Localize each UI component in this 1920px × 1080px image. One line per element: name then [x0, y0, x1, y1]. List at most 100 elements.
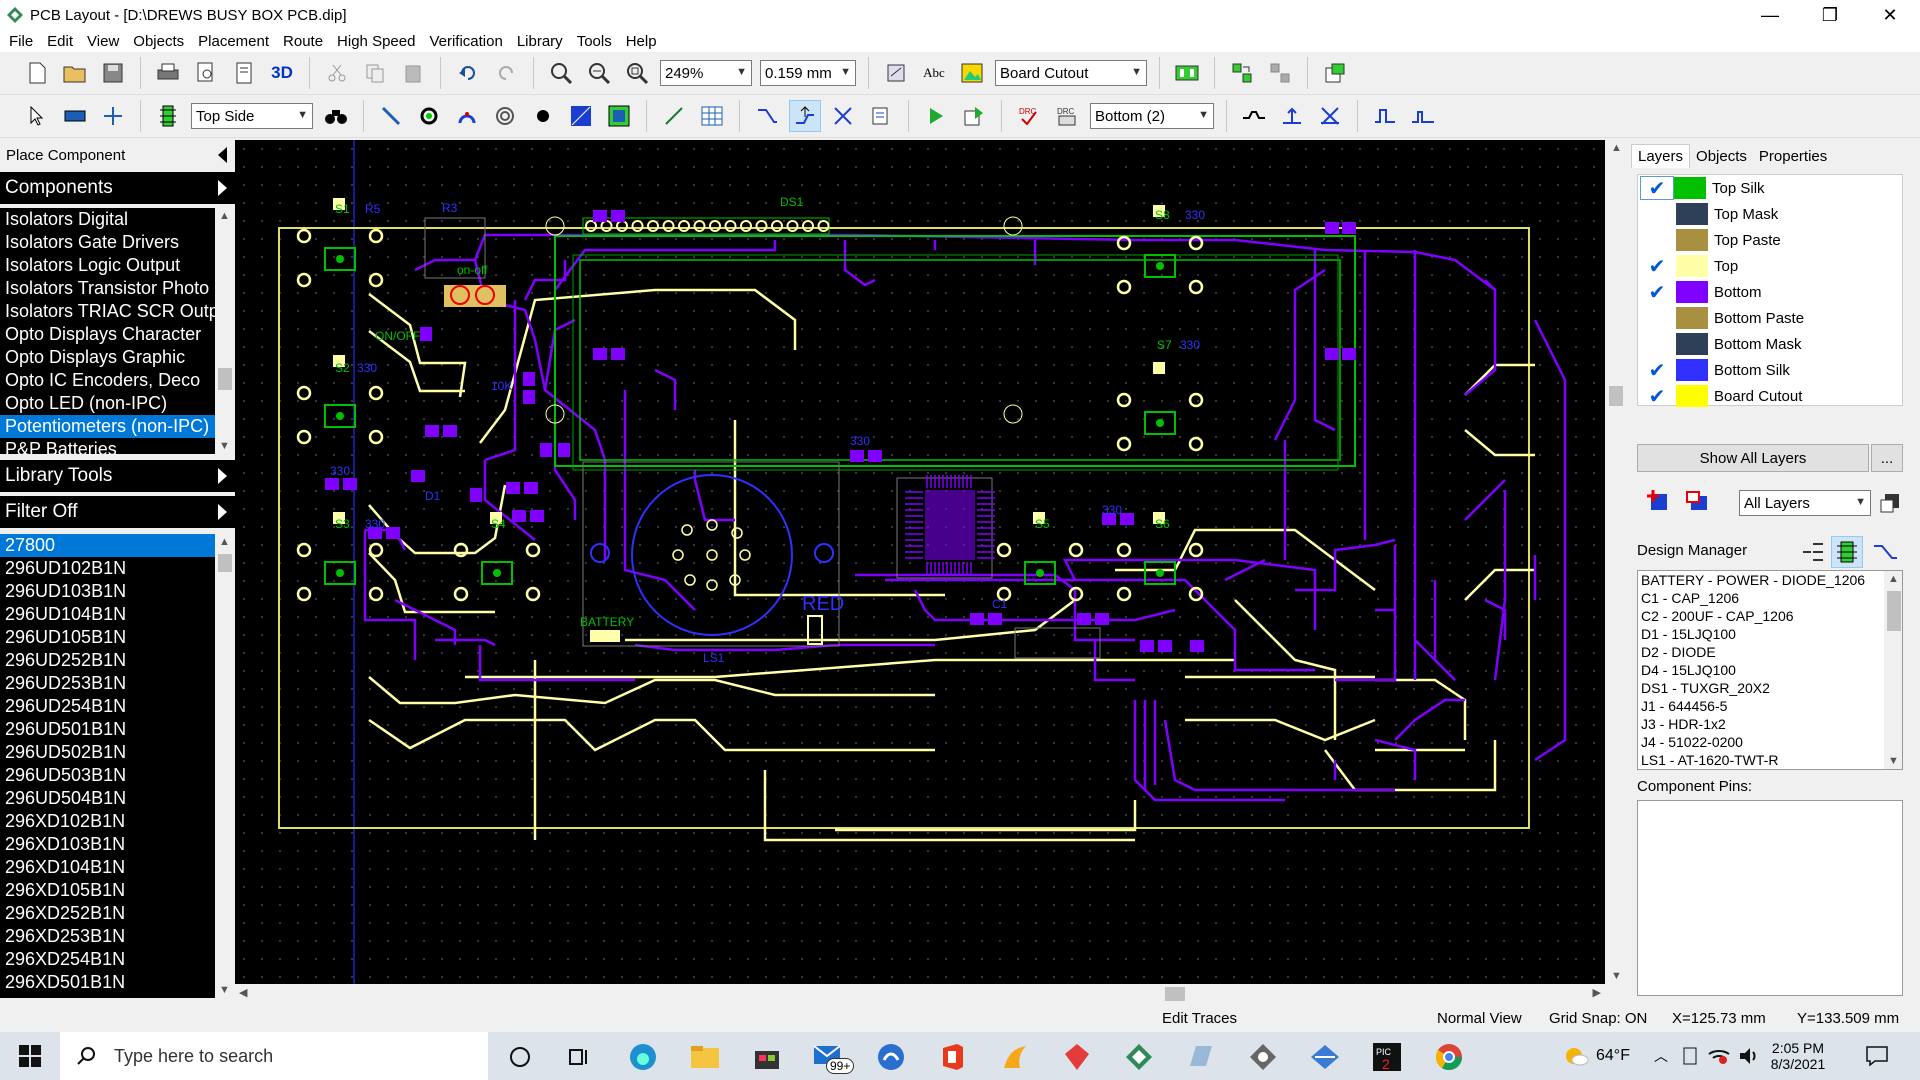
layer-color-swatch[interactable] — [1676, 255, 1708, 277]
task-view-icon[interactable] — [562, 1040, 596, 1074]
zoom-combo[interactable]: 249%▼ — [660, 60, 752, 86]
redo-button[interactable] — [490, 57, 522, 89]
edge-browser-icon[interactable] — [626, 1040, 660, 1074]
office-icon[interactable] — [936, 1040, 970, 1074]
category-item[interactable]: P&P Batteries — [5, 439, 117, 454]
tray-chevron-up-icon[interactable]: ︿ — [1654, 1048, 1668, 1064]
open-file-button[interactable] — [59, 57, 91, 89]
drc-report-icon[interactable]: DRC — [1051, 100, 1083, 132]
dm-scrollbar[interactable]: ▲▼ — [1884, 571, 1902, 769]
remove-layer-icon[interactable] — [1685, 488, 1711, 514]
menu-verification[interactable]: Verification — [429, 32, 503, 50]
show-all-layers-button[interactable]: Show All Layers — [1637, 444, 1869, 472]
design-manager-item[interactable]: BATTERY - POWER - DIODE_1206 — [1641, 572, 1866, 588]
weather-temp[interactable]: 64°F — [1596, 1047, 1630, 1064]
taskbar-search-box[interactable]: Type here to search — [60, 1032, 488, 1080]
menu-file[interactable]: File — [9, 32, 34, 50]
copy-button[interactable] — [359, 57, 391, 89]
menu-placement[interactable]: Placement — [198, 32, 270, 50]
back-annotate-icon[interactable] — [1264, 57, 1296, 89]
menu-route[interactable]: Route — [283, 32, 324, 50]
layer-options-button[interactable]: ... — [1871, 444, 1903, 472]
edit-traces-icon[interactable] — [789, 100, 821, 132]
layer-row[interactable]: ✔Bottom Silk — [1638, 357, 1902, 383]
component-icon[interactable] — [152, 100, 184, 132]
status-grid-snap[interactable]: Grid Snap: ON — [1549, 1010, 1648, 1027]
text-tool-icon[interactable]: Abc — [923, 65, 945, 80]
measure-icon[interactable] — [59, 100, 91, 132]
route-options-icon[interactable] — [865, 100, 897, 132]
part-item[interactable]: 296XD102B1N — [5, 811, 126, 831]
menu-library[interactable]: Library — [516, 32, 563, 50]
category-item[interactable]: Opto Displays Graphic — [5, 347, 186, 367]
menu-tools[interactable]: Tools — [576, 32, 612, 50]
part-item[interactable]: 296UD103B1N — [5, 581, 127, 601]
part-item[interactable]: 296UD253B1N — [5, 673, 127, 693]
part-item[interactable]: 296UD503B1N — [5, 765, 127, 785]
category-item[interactable]: Isolators Transistor Photo — [5, 278, 210, 298]
menu-edit[interactable]: Edit — [47, 32, 74, 50]
menu-help[interactable]: Help — [625, 32, 657, 50]
crosshair-icon[interactable] — [97, 100, 129, 132]
diff-pair-icon[interactable] — [1314, 100, 1346, 132]
sync-schematic-icon[interactable] — [1226, 57, 1258, 89]
layer-visibility-checkbox[interactable] — [1638, 306, 1676, 330]
layer-visibility-checkbox[interactable] — [1638, 332, 1676, 356]
menu-view[interactable]: View — [87, 32, 120, 50]
3d-view-button[interactable]: 3D — [271, 63, 293, 82]
layer-row[interactable]: Bottom Paste — [1638, 305, 1902, 331]
part-item[interactable]: 296UD102B1N — [5, 558, 127, 578]
grid-combo[interactable]: 0.159 mm▼ — [760, 60, 856, 86]
layer-row[interactable]: Top Mask — [1638, 201, 1902, 227]
paste-button[interactable] — [397, 57, 429, 89]
app-diamond-icon[interactable] — [1246, 1040, 1280, 1074]
category-item[interactable]: Opto Displays Character — [5, 324, 202, 344]
design-manager-item[interactable]: DS1 - TUXGR_20X2 — [1641, 680, 1770, 696]
serpentine-icon[interactable] — [1369, 100, 1401, 132]
app-blue-icon[interactable] — [874, 1040, 908, 1074]
close-button[interactable]: ✕ — [1882, 4, 1898, 25]
notifications-icon[interactable] — [1865, 1032, 1889, 1080]
layer-row[interactable]: ✔Top Silk — [1638, 175, 1902, 201]
tab-layers[interactable]: Layers — [1631, 144, 1691, 168]
minimize-button[interactable]: — — [1761, 4, 1779, 25]
zoom-out-icon[interactable] — [583, 57, 615, 89]
layer-color-swatch[interactable] — [1674, 177, 1706, 199]
print-button[interactable] — [152, 57, 184, 89]
part-item[interactable]: 296UD504B1N — [5, 788, 127, 808]
layer-combo[interactable]: Board Cutout▼ — [995, 60, 1147, 86]
menu-high-speed[interactable]: High Speed — [337, 32, 416, 50]
layer-filter-combo[interactable]: All Layers▼ — [1739, 490, 1871, 516]
layer-color-swatch[interactable] — [1676, 385, 1708, 407]
layer-row[interactable]: ✔Board Cutout — [1638, 383, 1902, 409]
category-item[interactable]: Potentiometers (non-IPC) — [0, 415, 215, 438]
undo-button[interactable] — [452, 57, 484, 89]
arc-tool-icon[interactable] — [451, 100, 483, 132]
components-header[interactable]: Components — [0, 172, 235, 204]
copper-pour-icon[interactable] — [565, 100, 597, 132]
app-notebook-icon[interactable] — [1184, 1040, 1218, 1074]
tray-device-icon[interactable] — [1680, 1046, 1700, 1066]
layer-visibility-checkbox[interactable]: ✔ — [1648, 255, 1666, 278]
route-layer-combo[interactable]: Bottom (2)▼ — [1090, 103, 1214, 129]
dimension-icon[interactable] — [658, 100, 690, 132]
part-scrollbar[interactable]: ▲▼ — [215, 534, 235, 998]
category-item[interactable]: Isolators Logic Output — [5, 255, 181, 275]
app-red-gem-icon[interactable] — [1060, 1040, 1094, 1074]
tab-properties[interactable]: Properties — [1758, 148, 1828, 165]
layer-color-swatch[interactable] — [1676, 307, 1708, 329]
hole-tool-icon[interactable] — [527, 100, 559, 132]
file-explorer-icon[interactable] — [688, 1040, 722, 1074]
find-binoculars-icon[interactable] — [320, 100, 352, 132]
layer-visibility-checkbox[interactable] — [1638, 202, 1676, 226]
layer-color-icon[interactable] — [1879, 492, 1901, 514]
component-pins-list[interactable] — [1637, 800, 1903, 996]
board-outline-icon[interactable] — [880, 57, 912, 89]
autoroute-export-icon[interactable] — [958, 100, 990, 132]
store-icon[interactable] — [750, 1040, 784, 1074]
report-button[interactable] — [228, 57, 260, 89]
